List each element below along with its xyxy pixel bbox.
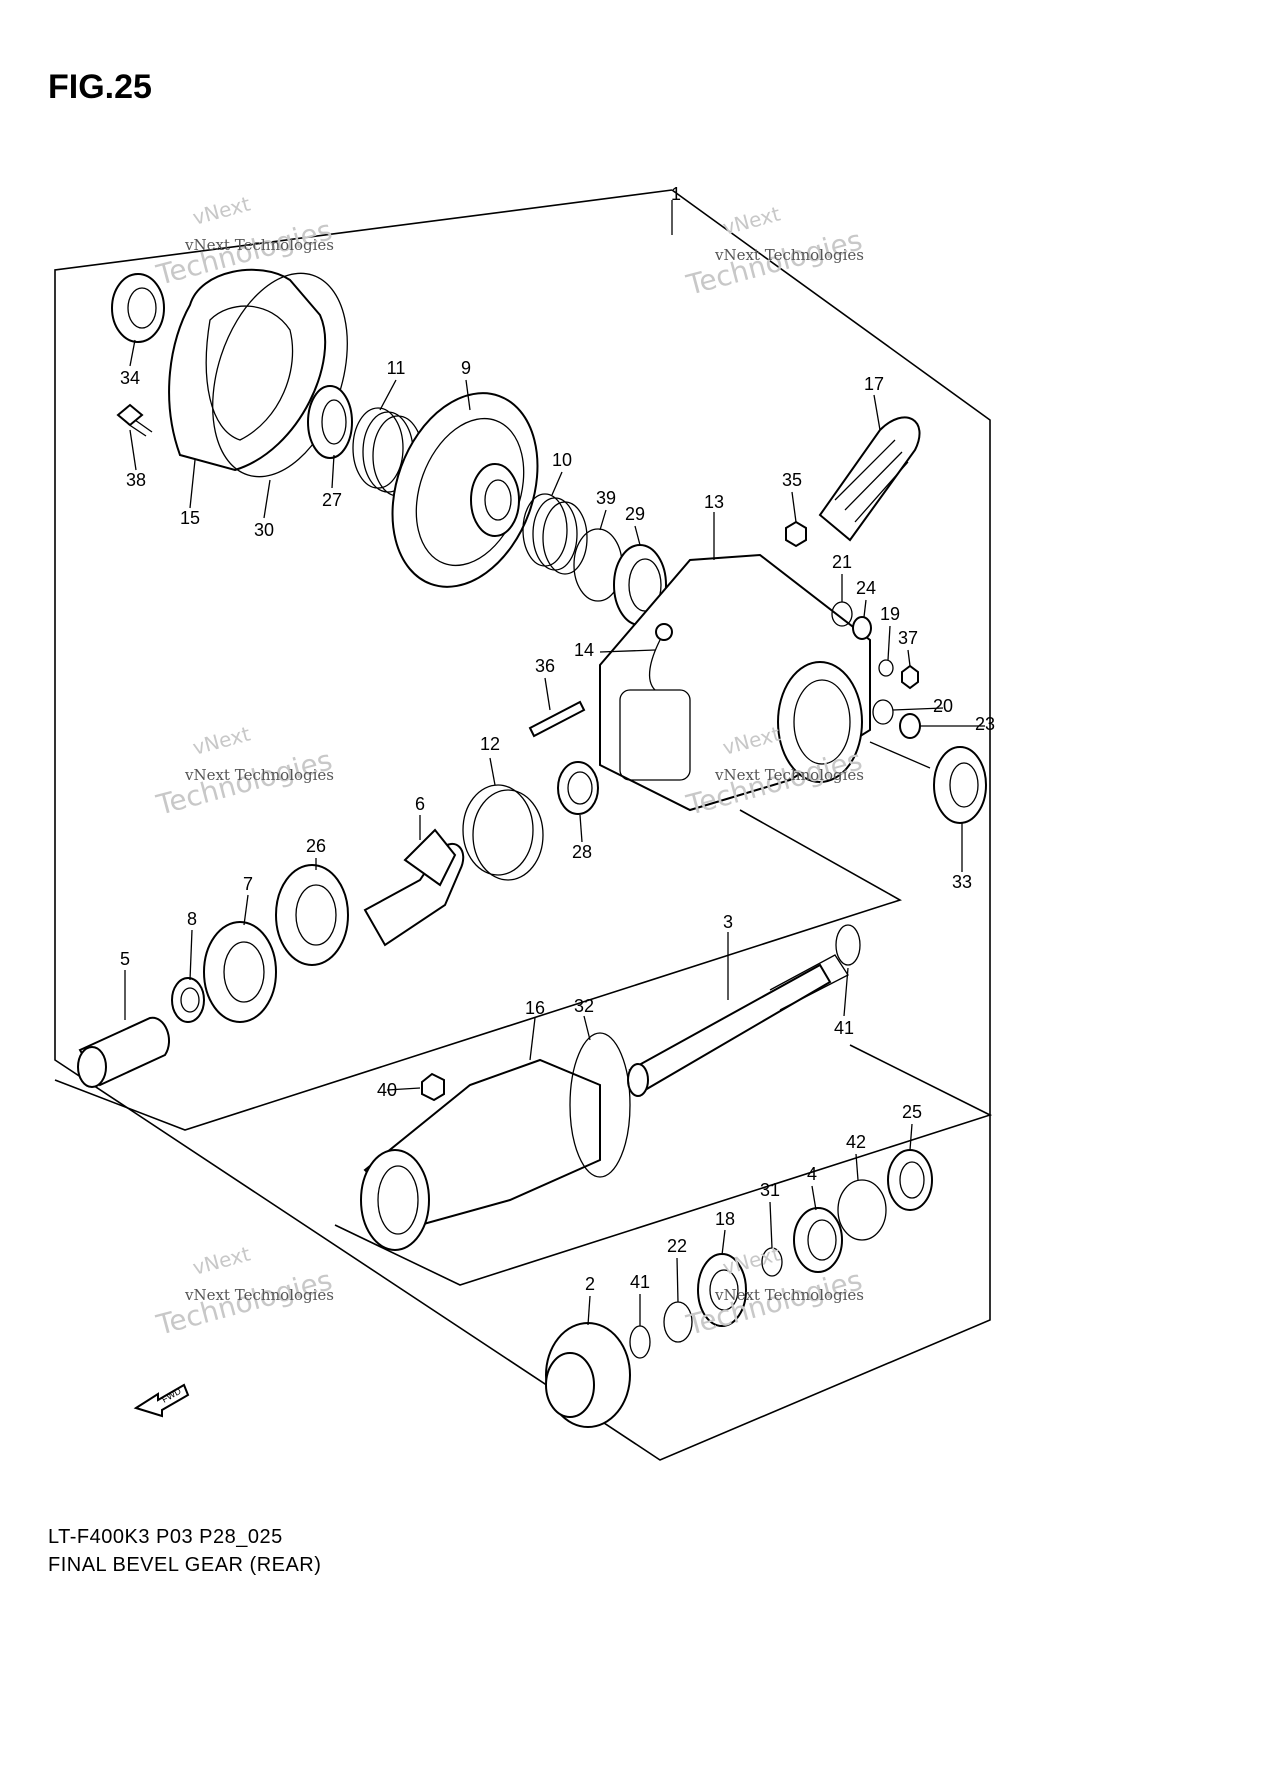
svg-text:vNext: vNext	[720, 1241, 783, 1279]
callout-41-lower: 41	[630, 1272, 650, 1292]
svg-text:vNext: vNext	[190, 191, 253, 229]
leader-lines	[124, 339, 985, 1326]
oil-seal-part-33	[933, 746, 987, 824]
bolt-part-37	[901, 664, 919, 690]
bolt-part-38	[116, 403, 153, 437]
callout-16: 16	[525, 998, 545, 1018]
bearing-part-25	[887, 1149, 933, 1211]
callout-42: 42	[846, 1132, 866, 1152]
callout-26: 26	[306, 836, 326, 856]
callout-17: 17	[864, 374, 884, 394]
callout-32: 32	[574, 996, 594, 1016]
callout-34: 34	[120, 368, 140, 388]
svg-text:vNext Technologies: vNext Technologies	[184, 236, 334, 254]
callout-1: 1	[671, 184, 681, 204]
callout-39: 39	[596, 488, 616, 508]
svg-text:vNext: vNext	[190, 721, 253, 759]
boot-part-17	[818, 416, 921, 542]
callout-29: 29	[625, 504, 645, 524]
svg-text:vNext Technologies: vNext Technologies	[714, 246, 864, 264]
oil-seal-part-4	[793, 1207, 843, 1273]
stud-part-36	[528, 700, 586, 738]
callout-12: 12	[480, 734, 500, 754]
nut-part-40	[421, 1072, 445, 1102]
pinion-gear-part-6	[363, 828, 465, 947]
svg-text:vNext Technologies: vNext Technologies	[714, 766, 864, 784]
bearing-part-7	[203, 921, 277, 1023]
dust-cover-part-18	[697, 1253, 747, 1327]
case-cover-part-15	[168, 268, 327, 472]
callout-37: 37	[898, 628, 918, 648]
svg-text:vNext: vNext	[190, 1241, 253, 1279]
shim-set-part-12	[462, 784, 544, 881]
callout-30: 30	[254, 520, 274, 540]
callout-36: 36	[535, 656, 555, 676]
callout-2: 2	[585, 1274, 595, 1294]
o-ring-part-32	[569, 1032, 631, 1178]
callout-18: 18	[715, 1209, 735, 1229]
callout-7: 7	[243, 874, 253, 894]
svg-text:vNext Technologies: vNext Technologies	[184, 1286, 334, 1304]
callout-19: 19	[880, 604, 900, 624]
circlip-part-41-upper	[835, 924, 861, 966]
housing-part-16	[360, 1058, 601, 1251]
svg-text:vNext: vNext	[720, 201, 783, 239]
breather-pipe-part-14	[648, 623, 673, 691]
callout-20: 20	[933, 696, 953, 716]
callout-22: 22	[667, 1236, 687, 1256]
callout-21: 21	[832, 552, 852, 572]
callout-4: 4	[807, 1164, 817, 1184]
sleeve-part-5	[77, 1016, 170, 1088]
callout-25: 25	[902, 1102, 922, 1122]
figure-title: FIG.25	[48, 68, 152, 106]
callout-28: 28	[572, 842, 592, 862]
spacer-part-8	[171, 977, 205, 1023]
callout-14: 14	[574, 640, 594, 660]
callout-38: 38	[126, 470, 146, 490]
figure-name: FINAL BEVEL GEAR (REAR)	[48, 1554, 322, 1576]
washer-part-20	[872, 699, 894, 725]
callout-15: 15	[180, 508, 200, 528]
coupling-part-2	[545, 1322, 631, 1428]
oil-seal-part-34	[111, 273, 165, 343]
callout-41: 41	[834, 1018, 854, 1038]
plug-part-24	[852, 616, 872, 640]
needle-bearing-part-28	[557, 761, 599, 815]
assembly-frame	[54, 189, 991, 1461]
shim-set-part-10	[522, 493, 588, 575]
svg-text:vNext Technologies: vNext Technologies	[184, 766, 334, 784]
model-code: LT-F400K3 P03 P28_025	[48, 1526, 283, 1548]
callout-8: 8	[187, 909, 197, 929]
circlip-part-42	[837, 1179, 887, 1241]
forward-arrow-icon: FWD	[133, 1383, 190, 1418]
callout-23: 23	[975, 714, 995, 734]
callout-9: 9	[461, 358, 471, 378]
bearing-part-27	[307, 385, 353, 459]
callout-31: 31	[760, 1180, 780, 1200]
callout-35: 35	[782, 470, 802, 490]
bevel-gear-part-9	[391, 392, 539, 588]
bearing-part-26	[275, 864, 349, 966]
circlip-part-41-lower	[629, 1325, 651, 1359]
output-subgroup-frame	[334, 1044, 993, 1286]
callout-5: 5	[120, 949, 130, 969]
nut-part-35	[785, 520, 807, 548]
svg-text:vNext Technologies: vNext Technologies	[714, 1286, 864, 1304]
callout-3: 3	[723, 912, 733, 932]
pinion-subgroup-frame	[54, 809, 902, 1131]
callout-10: 10	[552, 450, 572, 470]
callout-6: 6	[415, 794, 425, 814]
callout-24: 24	[856, 578, 876, 598]
callout-27: 27	[322, 490, 342, 510]
gear-case-part-13	[599, 553, 871, 812]
plug-part-23	[899, 713, 921, 739]
washer-part-19	[878, 659, 894, 677]
callout-13: 13	[704, 492, 724, 512]
callout-labels: 1 2 3 4 5 6 7 8 9 10 11 12 13 14 15 16 1…	[120, 184, 995, 1294]
callout-11: 11	[387, 358, 406, 378]
callout-33: 33	[952, 872, 972, 892]
